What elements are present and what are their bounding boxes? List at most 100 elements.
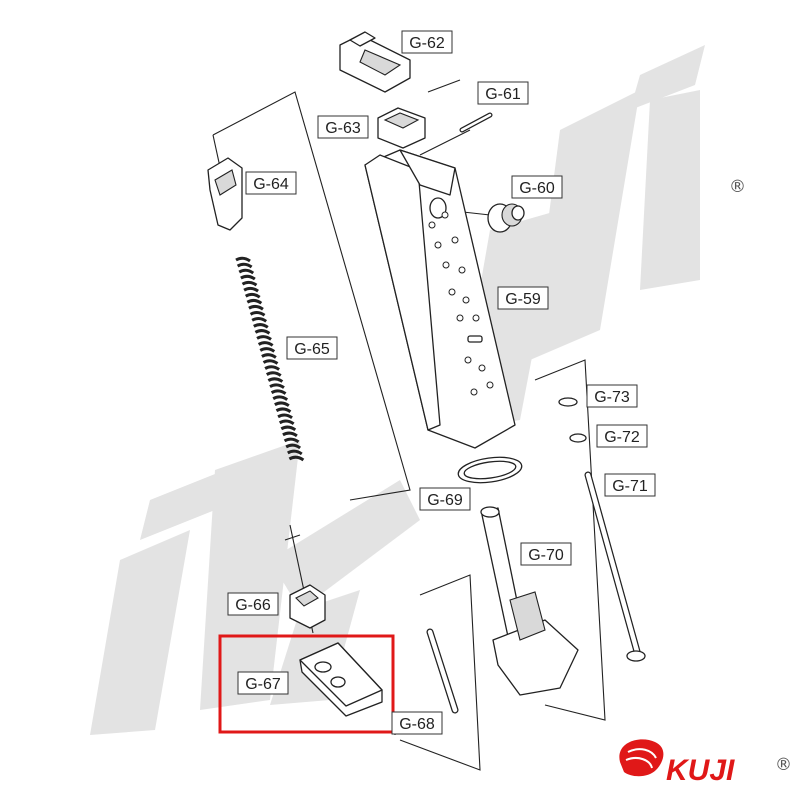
spring-coil bbox=[262, 359, 279, 365]
part-g68-rod-icon bbox=[426, 628, 459, 714]
part-g69-oring-icon bbox=[457, 456, 523, 484]
magazine-hole bbox=[451, 236, 459, 244]
label-g59-text: G-59 bbox=[505, 291, 541, 308]
magazine-hole bbox=[456, 314, 464, 322]
label-g68: G-68 bbox=[391, 711, 443, 735]
part-g61-icon bbox=[459, 112, 493, 133]
label-g61-text: G-61 bbox=[485, 86, 521, 103]
kuji-brand-logo: KUJI ® bbox=[619, 739, 792, 787]
brand-logo-text: KUJI bbox=[666, 754, 735, 787]
label-g60: G-60 bbox=[511, 175, 563, 199]
label-g70: G-70 bbox=[520, 542, 572, 566]
kuji-watermark-icon bbox=[90, 45, 705, 735]
magazine-hole bbox=[428, 221, 436, 229]
label-g67: G-67 bbox=[237, 671, 289, 695]
spring-coil bbox=[261, 353, 277, 359]
red-lion-logo-icon bbox=[619, 739, 664, 777]
magazine-hole bbox=[478, 364, 486, 372]
magazine-hole bbox=[448, 288, 456, 296]
spring-coil bbox=[246, 298, 263, 305]
part-g64-icon bbox=[207, 157, 243, 231]
part-g59-magazine-body-icon bbox=[364, 149, 516, 449]
magazine-hole bbox=[441, 211, 449, 219]
spring-coil bbox=[265, 371, 282, 377]
magazine-hole bbox=[462, 296, 470, 304]
label-g64: G-64 bbox=[245, 171, 297, 195]
spring-coil bbox=[235, 256, 251, 263]
spring-coil bbox=[287, 449, 303, 456]
spring-coil bbox=[272, 395, 289, 401]
label-g65-text: G-65 bbox=[294, 341, 330, 358]
part-g63-icon bbox=[377, 107, 426, 149]
label-g68-text: G-68 bbox=[399, 716, 435, 733]
label-g63: G-63 bbox=[317, 115, 369, 139]
spring-coil bbox=[238, 268, 255, 275]
label-g71: G-71 bbox=[604, 473, 656, 497]
spring-coil bbox=[251, 317, 268, 323]
spring-coil bbox=[256, 335, 272, 341]
part-g73-ring-icon bbox=[558, 397, 578, 407]
label-g67-text: G-67 bbox=[245, 676, 281, 693]
spring-coil bbox=[274, 401, 290, 407]
highlight-frame bbox=[218, 634, 395, 734]
spring-coil bbox=[243, 286, 259, 293]
magazine-hole bbox=[458, 266, 466, 274]
magazine-hole bbox=[470, 388, 478, 396]
magazine-hole bbox=[486, 381, 494, 389]
label-g71-text: G-71 bbox=[612, 478, 648, 495]
label-g72: G-72 bbox=[596, 424, 648, 448]
spring-coil bbox=[267, 377, 284, 383]
label-g61: G-61 bbox=[477, 81, 529, 105]
label-g63-text: G-63 bbox=[325, 120, 361, 137]
spring-coil bbox=[244, 292, 261, 299]
spring-coil bbox=[270, 389, 287, 395]
spring-coil bbox=[282, 431, 298, 438]
spring-coil bbox=[248, 304, 264, 311]
spring-coil bbox=[249, 311, 266, 317]
spring-coil bbox=[280, 425, 297, 432]
spring-coil bbox=[240, 274, 256, 281]
label-g59: G-59 bbox=[497, 286, 549, 310]
label-g66-text: G-66 bbox=[235, 597, 271, 614]
magazine-hole bbox=[434, 241, 442, 249]
spring-coil bbox=[269, 383, 285, 389]
label-g73-text: G-73 bbox=[594, 389, 630, 406]
part-g66-icon bbox=[289, 584, 326, 629]
part-g72-ring-icon bbox=[569, 433, 587, 443]
spring-coil bbox=[257, 341, 274, 347]
spring-coil bbox=[283, 437, 300, 444]
label-g65: G-65 bbox=[286, 336, 338, 360]
part-g67-baseplate-icon bbox=[299, 642, 383, 717]
spring-coil bbox=[278, 419, 295, 426]
label-g60-text: G-60 bbox=[519, 180, 555, 197]
label-g69-text: G-69 bbox=[427, 492, 463, 509]
spring-coil bbox=[285, 443, 302, 450]
label-g73: G-73 bbox=[586, 384, 638, 408]
label-g62: G-62 bbox=[401, 30, 453, 54]
label-g62-text: G-62 bbox=[409, 35, 445, 52]
magazine-hole bbox=[472, 314, 480, 322]
part-g65-spring-icon bbox=[235, 256, 305, 462]
label-g64-text: G-64 bbox=[253, 176, 289, 193]
brand-registered-mark: ® bbox=[775, 755, 792, 775]
label-g72-text: G-72 bbox=[604, 429, 640, 446]
spring-coil bbox=[275, 407, 292, 413]
label-g70-text: G-70 bbox=[528, 547, 564, 564]
spring-coil bbox=[253, 323, 269, 329]
magazine-hole bbox=[464, 356, 472, 364]
spring-coil bbox=[259, 347, 276, 353]
spring-coil bbox=[264, 365, 280, 371]
label-g66: G-66 bbox=[227, 592, 279, 616]
part-g71-rod-icon bbox=[584, 471, 646, 662]
part-g70-icon bbox=[480, 506, 579, 696]
part-g62-icon bbox=[339, 31, 411, 93]
magazine-hole bbox=[442, 261, 450, 269]
spring-coil bbox=[288, 455, 305, 462]
label-g69: G-69 bbox=[419, 487, 471, 511]
part-g60-valve-icon bbox=[487, 203, 525, 233]
spring-coil bbox=[254, 329, 271, 335]
spring-coil bbox=[241, 280, 258, 287]
watermark-registered-mark: ® bbox=[729, 177, 746, 197]
